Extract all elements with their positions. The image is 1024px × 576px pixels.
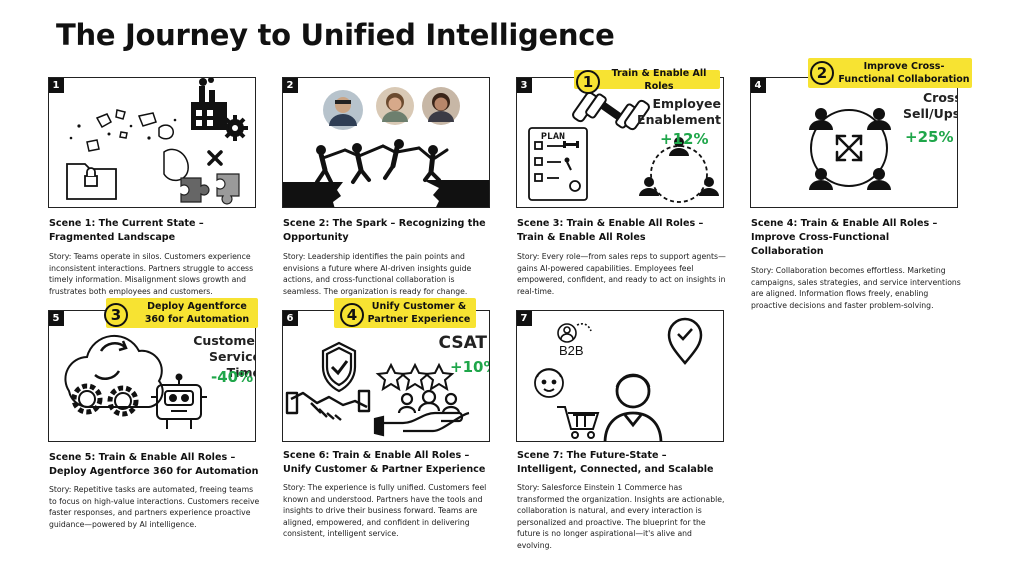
scene-number: 6	[283, 311, 298, 326]
scene-7-caption: Scene 7: The Future-State – Intelligent,…	[517, 449, 729, 551]
step-banner: Deploy Agentforce 360 for Automation	[106, 298, 258, 328]
scene-story: Story: Every role—from sales reps to sup…	[517, 252, 726, 296]
dumbbell-icon	[572, 91, 650, 131]
step-number: 3	[104, 303, 128, 327]
scene-6-panel: 6 CSAT +10%	[282, 310, 490, 442]
step-banner: Improve Cross-Functional Collaboration	[808, 58, 972, 88]
close-icon	[207, 150, 223, 166]
scene-title: Scene 2: The Spark – Recognizing the Opp…	[283, 218, 486, 243]
cloud-automation-icon	[64, 334, 164, 409]
shopping-cart-icon	[557, 406, 600, 439]
scene-5-caption: Scene 5: Train & Enable All Roles – Depl…	[49, 451, 261, 530]
puzzle-icon	[216, 173, 240, 205]
hand-people-icon	[373, 389, 470, 437]
scene-title: Scene 6: Train & Enable All Roles – Unif…	[283, 450, 486, 475]
unified-experience-illustration	[285, 341, 470, 437]
scene-3-caption: Scene 3: Train & Enable All Roles – Trai…	[517, 217, 729, 297]
avatar	[323, 90, 363, 130]
cliff-silhouette	[283, 180, 489, 207]
metric-value: +12%	[660, 130, 709, 148]
puzzle-icon	[180, 177, 210, 203]
scene-title: Scene 7: The Future-State – Intelligent,…	[517, 450, 714, 475]
team-network-icon	[639, 137, 719, 203]
scene-title: Scene 4: Train & Enable All Roles – Impr…	[751, 218, 938, 257]
scene-2-caption: Scene 2: The Spark – Recognizing the Opp…	[283, 217, 495, 297]
scene-3-panel: 3 PLAN	[516, 77, 724, 208]
robot-icon	[151, 373, 207, 429]
user-icon	[557, 323, 592, 343]
collaboration-illustration	[809, 108, 891, 190]
scene-story: Story: Leadership identifies the pain po…	[283, 252, 472, 296]
automation-illustration	[64, 334, 207, 429]
shield-check-icon	[321, 341, 357, 393]
fragments	[86, 109, 189, 182]
person-icon	[603, 373, 663, 441]
scene-5-panel: 5 Customer Service Time -40	[48, 310, 256, 442]
future-state-illustration: B2B	[534, 317, 703, 441]
location-check-icon	[667, 317, 703, 365]
page-title: The Journey to Unified Intelligence	[56, 18, 615, 52]
scene-1-caption: Scene 1: The Current State – Fragmented …	[49, 217, 261, 297]
factory-icon	[191, 78, 227, 130]
training-illustration: PLAN	[528, 91, 719, 203]
scene-number: 7	[517, 311, 532, 326]
scene-number: 4	[751, 78, 766, 93]
step-number: 2	[810, 61, 834, 85]
gear-icon	[71, 383, 139, 417]
star-rating-icon	[375, 362, 455, 392]
step-banner: Train & Enable All Roles	[574, 68, 720, 92]
scene-title: Scene 5: Train & Enable All Roles – Depl…	[49, 452, 259, 477]
locked-folder-icon	[66, 163, 117, 200]
spark-illustration	[283, 87, 489, 207]
scene-number: 1	[49, 78, 64, 93]
scene-2-panel: 2	[282, 77, 490, 208]
scene-1-panel: 1	[48, 77, 256, 208]
scene-story: Story: The experience is fully unified. …	[283, 483, 487, 538]
metric-value: +25%	[905, 128, 954, 146]
metric-label: Employee Enablement	[637, 96, 721, 127]
scene-title: Scene 3: Train & Enable All Roles – Trai…	[517, 218, 704, 243]
scene-number: 3	[517, 78, 532, 93]
metric-label: Customer Service Time	[193, 333, 256, 380]
step-number: 1	[576, 70, 600, 94]
metric-value: +10%	[450, 358, 489, 376]
scene-7-panel: 7 B2B	[516, 310, 724, 442]
scene-number: 2	[283, 78, 298, 93]
avatar	[376, 87, 414, 125]
fitness-icon	[563, 141, 579, 171]
plan-label: PLAN	[541, 132, 565, 143]
scene-4-panel: 4 Cross-Sell/Upsell	[750, 77, 958, 208]
step-number: 4	[340, 303, 364, 327]
scene-story: Story: Salesforce Einstein 1 Commerce ha…	[517, 483, 725, 550]
metric-label: Cross-Sell/Upsell	[903, 90, 957, 121]
scene-story: Story: Collaboration becomes effortless.…	[751, 266, 961, 310]
metric-label: CSAT	[438, 333, 487, 353]
gear-icon	[222, 115, 248, 141]
b2b-label: B2B	[559, 343, 584, 358]
scene-6-caption: Scene 6: Train & Enable All Roles – Unif…	[283, 449, 495, 540]
scene-number: 5	[49, 311, 64, 326]
people-helping-icon	[315, 139, 449, 184]
fragmented-landscape-illustration	[66, 78, 248, 205]
customer-face-icon	[534, 368, 564, 398]
metric-value: -40%	[211, 368, 254, 386]
scene-4-caption: Scene 4: Train & Enable All Roles – Impr…	[751, 217, 963, 311]
avatar	[422, 87, 460, 125]
handshake-icon	[285, 389, 371, 421]
scene-story: Story: Teams operate in silos. Customers…	[49, 252, 254, 296]
scene-title: Scene 1: The Current State – Fragmented …	[49, 218, 204, 243]
scene-story: Story: Repetitive tasks are automated, f…	[49, 485, 260, 529]
collaboration-network-icon	[809, 108, 891, 190]
